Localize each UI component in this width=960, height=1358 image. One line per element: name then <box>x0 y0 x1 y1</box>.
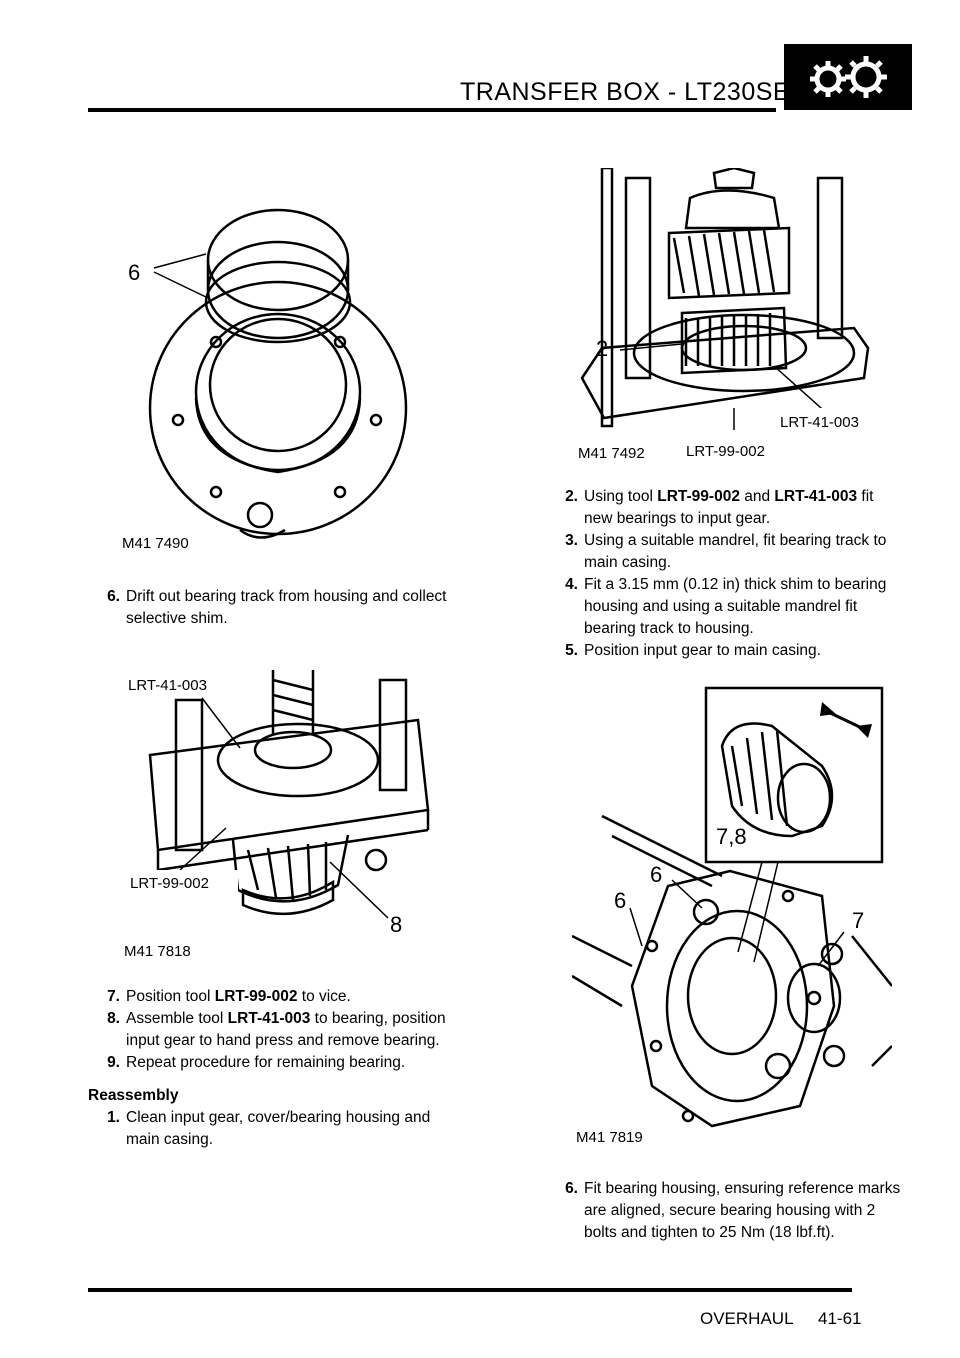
callout-7-8: 7,8 <box>716 824 747 849</box>
section-heading-reassembly: Reassembly <box>88 1087 179 1104</box>
figure-m41-7490: 6 M41 7490 <box>110 180 420 565</box>
tool-label: LRT-99-002 <box>130 875 209 892</box>
figure-m41-7492: 2 LRT-41-003 LRT-99-002 M41 7492 <box>574 166 894 473</box>
callout-6: 6 <box>128 260 140 285</box>
figure-label: M41 7818 <box>124 943 191 960</box>
tool-label: LRT-99-002 <box>686 443 765 460</box>
figure-label: M41 7492 <box>578 445 645 462</box>
tool-label: LRT-41-003 <box>128 677 207 694</box>
gears-icon <box>810 56 887 98</box>
footer-section: OVERHAUL <box>700 1309 794 1328</box>
figure-m41-7819: 7,8 6 6 7 M41 7819 <box>571 686 893 1151</box>
page-number: 41-61 <box>818 1309 862 1328</box>
section-badge <box>784 44 912 110</box>
page-title: TRANSFER BOX - LT230SE <box>460 78 791 106</box>
figure-label: M41 7490 <box>122 535 189 552</box>
callout-6: 6 <box>614 888 626 913</box>
tool-label: LRT-41-003 <box>780 414 859 431</box>
callout-8: 8 <box>390 912 402 937</box>
footer-rule <box>88 1288 852 1292</box>
figure-m41-7818: LRT-41-003 LRT-99-002 8 M41 7818 <box>118 660 438 975</box>
callout-7: 7 <box>852 908 864 933</box>
header-rule <box>88 108 776 112</box>
callout-6: 6 <box>650 862 662 887</box>
figure-label: M41 7819 <box>576 1129 643 1146</box>
callout-2: 2 <box>596 336 608 361</box>
